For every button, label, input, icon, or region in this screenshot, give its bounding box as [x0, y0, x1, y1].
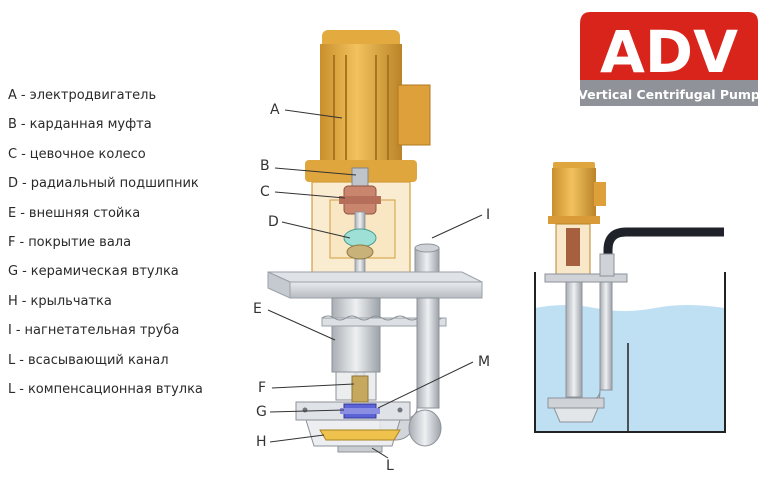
- callout-a: A: [270, 102, 280, 118]
- callout-c: C: [260, 184, 270, 200]
- main-pump: [267, 30, 483, 453]
- logo-subtitle: Vertical Centrifugal Pump: [578, 87, 760, 102]
- motor: [305, 30, 431, 182]
- adv-logo: ADV Vertical Centrifugal Pump: [578, 12, 760, 106]
- callout-labels: A B C D I E F G H M L: [253, 102, 490, 474]
- discharge-pipe: [416, 297, 440, 409]
- tank: [534, 272, 726, 433]
- callout-lines: [267, 109, 483, 459]
- callout-g: G: [256, 404, 267, 420]
- logo-brand: ADV: [600, 18, 738, 86]
- callout-m: M: [478, 354, 490, 370]
- legend-item-l1: L-всасывающий канал: [8, 352, 169, 368]
- callout-f: F: [258, 380, 266, 396]
- legend-item-b: B-карданная муфта: [8, 117, 152, 133]
- callout-d: D: [268, 214, 279, 230]
- legend-item-e: E-внешняя стойка: [8, 205, 141, 221]
- legend-item-f: F-покрытие вала: [8, 234, 132, 250]
- legend-item-d: D-радиальный подшипник: [8, 176, 199, 192]
- callout-e: E: [253, 301, 262, 317]
- callout-h: H: [256, 434, 267, 450]
- callout-b: B: [260, 158, 270, 174]
- legend-item-l2: L-компенсационная втулка: [8, 381, 203, 397]
- impeller: [319, 429, 401, 441]
- shaft-cover: [351, 375, 369, 403]
- cardan-coupling: [351, 167, 369, 189]
- legend-item-g: G-керамическая втулка: [8, 264, 179, 280]
- callout-i: I: [486, 207, 490, 223]
- legend-item-i: I-нагнетательная труба: [8, 323, 180, 339]
- discharge-hose: [603, 227, 724, 285]
- callout-l: L: [386, 458, 394, 474]
- outer-column: [331, 297, 381, 373]
- suction-channel: [337, 445, 383, 453]
- legend-item-c: C-цевочное колесо: [8, 146, 146, 162]
- tank-installation: [534, 162, 726, 433]
- legend: A-электродвигатель B-карданная муфта C-ц…: [8, 86, 248, 409]
- legend-item-h: H-крыльчатка: [8, 293, 112, 309]
- legend-item-a: A-электродвигатель: [8, 88, 157, 103]
